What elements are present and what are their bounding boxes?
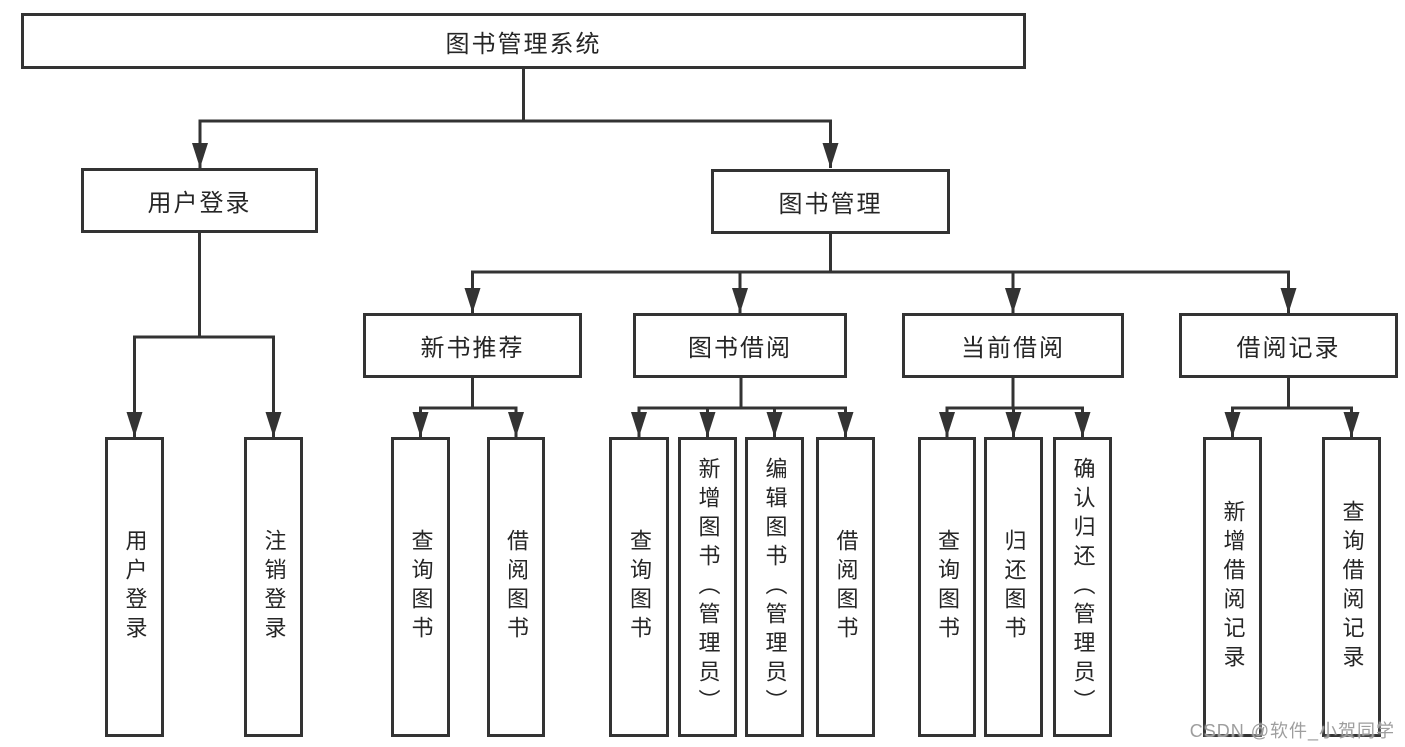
leaf-user-login: 用户登录	[105, 437, 164, 737]
leaf-return-book: 归还图书	[984, 437, 1043, 737]
leaf-query-borrow-record: 查询借阅记录	[1322, 437, 1381, 737]
node-borrow-records: 借阅记录	[1179, 313, 1398, 378]
node-book-management: 图书管理	[711, 169, 950, 234]
leaf-edit-book-admin-label: 编辑图书（管理员）	[762, 456, 788, 718]
leaf-borrow-books-recommend-label: 借阅图书	[504, 529, 529, 645]
leaf-borrow-books-label: 借阅图书	[833, 529, 859, 645]
node-root-library-management-system: 图书管理系统	[21, 13, 1026, 69]
leaf-query-books-recommend-label: 查询图书	[408, 529, 434, 645]
leaf-add-book-admin: 新增图书（管理员）	[678, 437, 737, 737]
leaf-query-borrow-record-label: 查询借阅记录	[1339, 500, 1365, 674]
leaf-user-login-label: 用户登录	[122, 529, 148, 645]
leaf-confirm-return-admin: 确认归还（管理员）	[1053, 437, 1112, 737]
leaf-add-borrow-record: 新增借阅记录	[1203, 437, 1262, 737]
leaf-query-books-current-label: 查询图书	[935, 529, 960, 645]
leaf-logout-label: 注销登录	[261, 529, 287, 645]
node-user-login: 用户登录	[81, 168, 318, 233]
node-book-borrow: 图书借阅	[633, 313, 847, 378]
leaf-query-books-borrow: 查询图书	[609, 437, 669, 737]
leaf-query-books-recommend: 查询图书	[391, 437, 450, 737]
leaf-borrow-books-recommend: 借阅图书	[487, 437, 545, 737]
leaf-return-book-label: 归还图书	[1001, 529, 1027, 645]
node-current-borrow: 当前借阅	[902, 313, 1124, 378]
leaf-logout: 注销登录	[244, 437, 303, 737]
node-new-book-recommend: 新书推荐	[363, 313, 582, 378]
leaf-edit-book-admin: 编辑图书（管理员）	[745, 437, 804, 737]
leaf-query-books-borrow-label: 查询图书	[627, 529, 652, 645]
leaf-add-book-admin-label: 新增图书（管理员）	[695, 456, 721, 718]
leaf-query-books-current: 查询图书	[918, 437, 976, 737]
csdn-watermark: CSDN @软件_小贺同学	[1189, 721, 1395, 741]
leaf-borrow-books: 借阅图书	[816, 437, 875, 737]
leaf-add-borrow-record-label: 新增借阅记录	[1220, 500, 1246, 674]
leaf-confirm-return-admin-label: 确认归还（管理员）	[1070, 456, 1096, 718]
